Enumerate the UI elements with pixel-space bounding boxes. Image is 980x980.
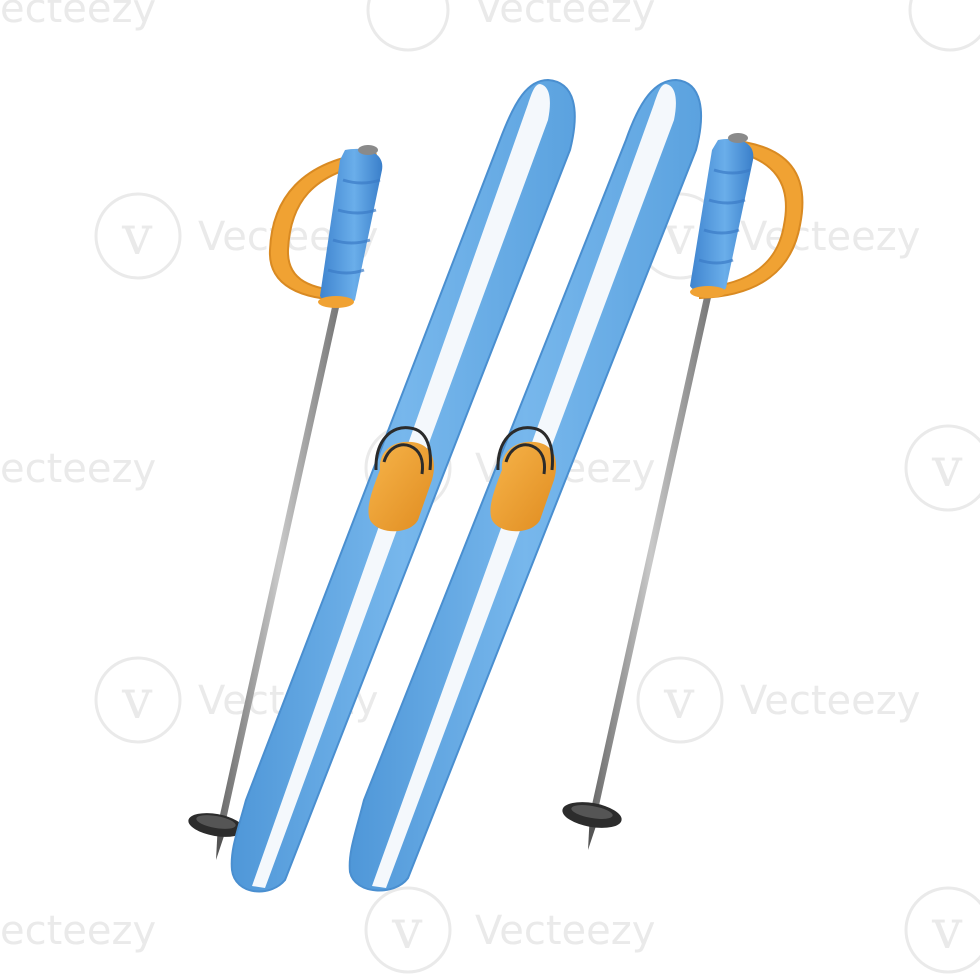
watermark-logo-glyph: v bbox=[931, 436, 963, 499]
watermark-text: ecteezy bbox=[0, 908, 156, 954]
right-ski bbox=[348, 78, 703, 892]
watermark-text: Vecteezy bbox=[740, 678, 920, 724]
ski-binding bbox=[490, 426, 557, 532]
watermark-logo-icon: v bbox=[904, 886, 980, 974]
watermark-text: Vecteezy bbox=[475, 908, 655, 954]
watermark-logo-icon bbox=[908, 0, 980, 52]
pole-strap bbox=[699, 138, 804, 300]
watermark-logo-glyph: v bbox=[931, 898, 963, 961]
watermark-logo-icon: v bbox=[94, 192, 182, 280]
grip-cap bbox=[358, 145, 378, 155]
grip-cap bbox=[728, 133, 748, 143]
watermark-logo-glyph: v bbox=[121, 204, 153, 267]
pole-shaft bbox=[590, 291, 712, 816]
watermark-logo-icon bbox=[366, 0, 450, 52]
watermark-text: ecteezy bbox=[0, 0, 156, 32]
right-ski-pole bbox=[562, 133, 804, 850]
watermark-text: Vecteezy bbox=[475, 0, 655, 32]
left-ski bbox=[230, 78, 576, 893]
watermark-logo-glyph: v bbox=[663, 668, 695, 731]
pole-grip bbox=[320, 148, 383, 305]
left-ski-pole bbox=[188, 145, 383, 860]
watermark-logo-icon: v bbox=[636, 656, 724, 744]
watermark-logo-icon: v bbox=[94, 656, 182, 744]
watermark-text: Vecteezy bbox=[740, 214, 920, 260]
watermark-logo-glyph: v bbox=[391, 898, 423, 961]
watermark-logo-icon: v bbox=[364, 886, 452, 974]
ski-binding bbox=[368, 426, 434, 532]
watermark-logo-icon: v bbox=[904, 424, 980, 512]
watermark-logo-glyph: v bbox=[121, 668, 153, 731]
watermark-text: ecteezy bbox=[0, 446, 156, 492]
pole-shaft bbox=[218, 301, 340, 826]
pole-grip bbox=[690, 138, 754, 294]
